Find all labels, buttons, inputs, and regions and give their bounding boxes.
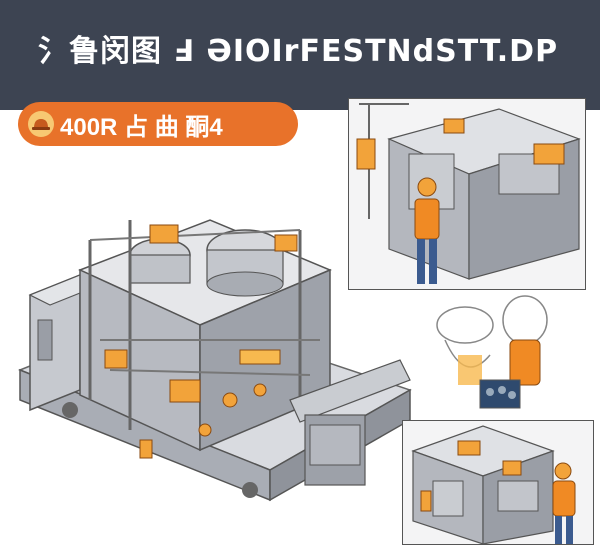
- badge-label: 400R 占 曲 酮4: [60, 113, 223, 141]
- label-badge: 400R 占 曲 酮4: [18, 102, 298, 146]
- detail-panel-worker-bottom: [402, 420, 594, 545]
- worker-sketch-illustration: [430, 295, 590, 420]
- header-banner: 氵鲁闵图 Ⅎ ƏIOIrFESTNdSTT.DP: [0, 0, 600, 110]
- detail-panel-worker-top: [348, 98, 586, 290]
- main-machine-illustration: [10, 200, 420, 543]
- page-title: 氵鲁闵图 Ⅎ ƏIOIrFESTNdSTT.DP: [38, 34, 559, 69]
- helmet-icon: [28, 111, 54, 137]
